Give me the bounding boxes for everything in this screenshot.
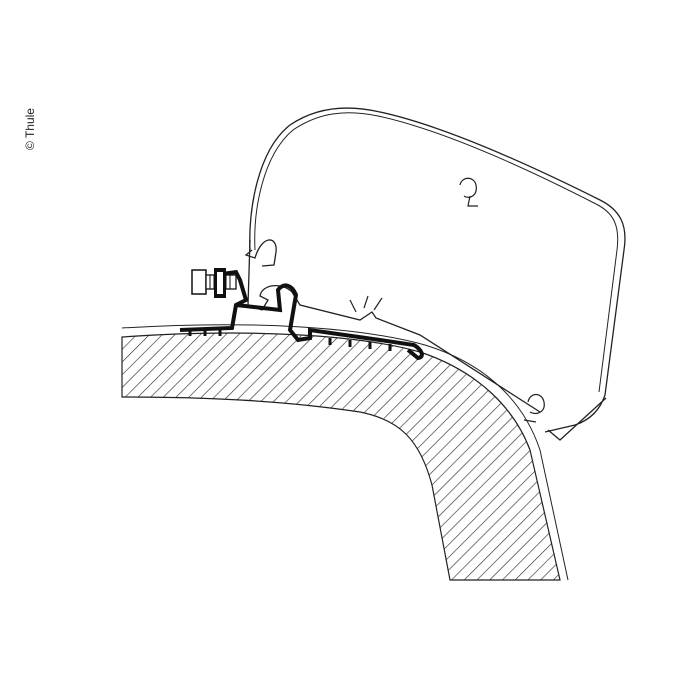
adapter-rail-feet	[188, 330, 392, 351]
awning-case	[249, 107, 626, 441]
case-fin-detail	[349, 295, 383, 313]
roof-outer-skin-line	[121, 324, 569, 581]
mounting-bolt	[191, 268, 237, 298]
case-clip-upper	[459, 177, 478, 207]
case-clip-lower	[523, 393, 545, 423]
adapter-rail	[179, 269, 424, 361]
copyright-notice: © Thule	[23, 108, 37, 150]
vehicle-roof-section	[121, 332, 561, 581]
awning-case-inner	[254, 112, 619, 393]
case-rail-profile	[244, 239, 541, 413]
